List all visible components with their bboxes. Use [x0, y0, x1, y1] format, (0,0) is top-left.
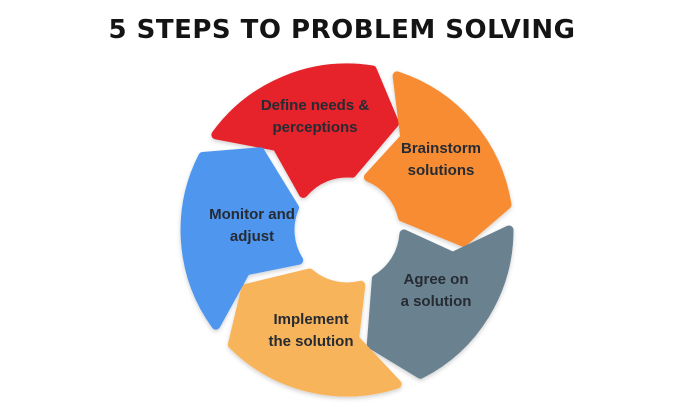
segment-implement-arrow: [227, 268, 402, 397]
segment-define-arrow: [211, 63, 400, 198]
segment-monitor-arrow: [180, 147, 304, 330]
segment-agree-arrow: [366, 225, 514, 379]
page-title: 5 STEPS TO PROBLEM SOLVING: [108, 15, 576, 45]
segment-brainstorm-arrow: [363, 71, 512, 247]
